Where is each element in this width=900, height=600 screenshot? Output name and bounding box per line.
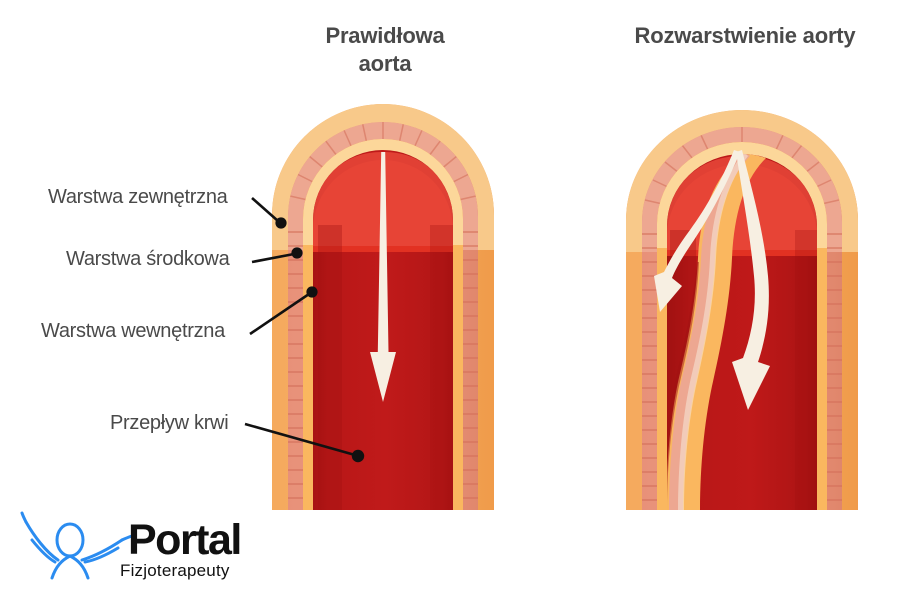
label-outer-layer: Warstwa zewnętrzna <box>48 186 228 208</box>
normal-flow-arrow <box>370 152 396 402</box>
dissection-aorta-figure <box>626 110 858 510</box>
title-aortic-dissection: Rozwarstwienie aorty <box>634 23 856 48</box>
title-normal-aorta: Prawidłowa aorta <box>325 23 445 77</box>
brand-tagline: Fizjoterapeuty <box>120 561 230 580</box>
normal-aorta-figure <box>272 104 494 510</box>
dissection-flow-arrows <box>654 150 770 410</box>
label-blood-flow: Przepływ krwi <box>110 412 229 434</box>
intimal-flap <box>667 154 766 510</box>
label-inner-layer: Warstwa wewnętrzna <box>41 320 225 342</box>
label-middle-layer: Warstwa środkowa <box>66 248 230 270</box>
brand-stick-figure-icon <box>20 511 134 580</box>
brand-name: Portal <box>128 516 242 564</box>
leader-lines <box>244 197 365 463</box>
dissection-lumen <box>667 154 817 510</box>
